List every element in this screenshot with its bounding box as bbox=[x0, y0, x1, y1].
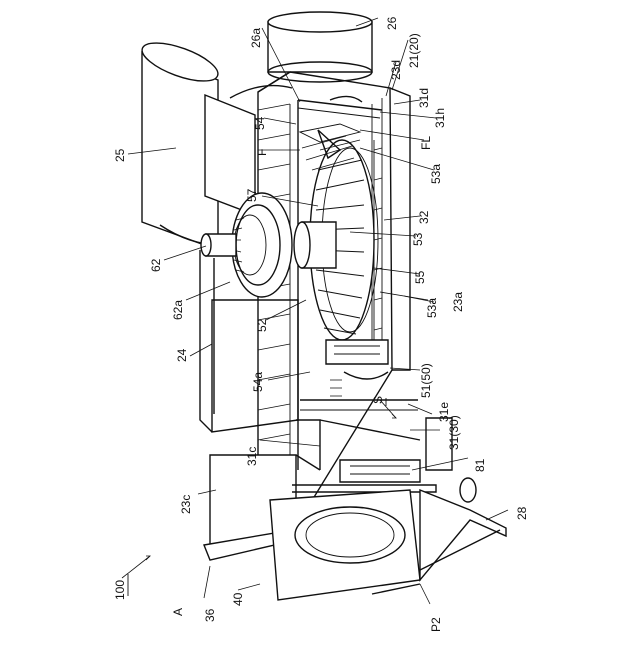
label-51-50: 51(50) bbox=[419, 363, 433, 398]
label-36: 36 bbox=[203, 608, 217, 622]
label-81: 81 bbox=[473, 458, 487, 472]
module-51 bbox=[326, 340, 388, 379]
label-54: 54 bbox=[253, 116, 267, 130]
label-31h: 31h bbox=[433, 108, 447, 128]
label-25: 25 bbox=[113, 148, 127, 162]
label-24: 24 bbox=[175, 348, 189, 362]
label-31-30: 31(30) bbox=[447, 415, 461, 450]
label-S: S bbox=[371, 396, 385, 404]
label-53: 53 bbox=[411, 232, 425, 246]
label-31c: 31c bbox=[245, 447, 259, 466]
label-26: 26 bbox=[385, 16, 399, 30]
label-FL: FL bbox=[419, 136, 433, 150]
label-54a: 54a bbox=[251, 372, 265, 392]
label-40: 40 bbox=[231, 592, 245, 606]
label-52: 52 bbox=[255, 318, 269, 332]
label-28: 28 bbox=[515, 506, 529, 520]
label-62: 62 bbox=[149, 258, 163, 272]
label-32: 32 bbox=[417, 210, 431, 224]
label-31d: 31d bbox=[417, 88, 431, 108]
label-53a-bot: 53a bbox=[425, 298, 439, 318]
label-23d: 23d bbox=[389, 60, 403, 80]
label-F: F bbox=[255, 149, 269, 156]
partition-31 bbox=[300, 380, 420, 440]
label-26a: 26a bbox=[249, 28, 263, 48]
label-57: 57 bbox=[245, 188, 259, 202]
impeller-53 bbox=[294, 140, 378, 340]
label-21-20: 21(20) bbox=[407, 33, 421, 68]
label-55: 55 bbox=[413, 270, 427, 284]
label-100: 100 bbox=[113, 580, 127, 600]
label-23c: 23c bbox=[179, 495, 193, 514]
cover-40 bbox=[270, 490, 420, 600]
label-23a: 23a bbox=[451, 292, 465, 312]
label-P2: P2 bbox=[429, 617, 443, 632]
fan-26 bbox=[268, 12, 372, 82]
label-A: A bbox=[171, 608, 185, 616]
label-53a-top: 53a bbox=[429, 164, 443, 184]
label-62a: 62a bbox=[171, 300, 185, 320]
